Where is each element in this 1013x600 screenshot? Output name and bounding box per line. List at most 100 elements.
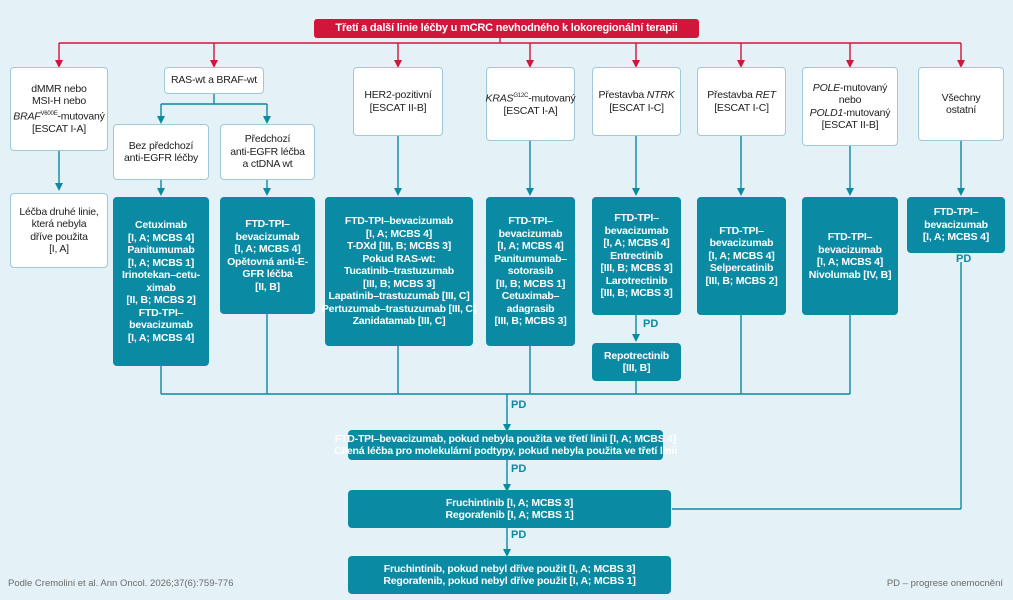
ras-label: RAS-wt a BRAF-wt [170, 74, 258, 87]
box-ras-no-egfr: Bez předchozí anti-EGFR léčby [113, 124, 209, 180]
treatment-ntrk-repotrectinib: Repotrectinib [III, B] [592, 343, 681, 381]
box-her2: HER2-pozitivní [ESCAT II-B] [353, 67, 443, 136]
treatment-other: FTD-TPI– bevacizumab [I, A; MCBS 4] [907, 197, 1005, 253]
tx-pole-3: [I, A; MCBS 4] [816, 256, 884, 268]
bottom-1-line-2: Cílená léčba pro molekulární podtypy, po… [334, 445, 677, 457]
tx-ras2-1: FTD-TPI– [245, 218, 290, 230]
dmmr-line-1: dMMR nebo [31, 82, 87, 95]
tx-ras1-7: [II, B; MCBS 2] [126, 294, 196, 306]
tx-her2-4: Pokud RAS-wt: [362, 252, 436, 265]
tx-ntrk2-2: [III, B] [622, 362, 651, 374]
title-text: Třetí a další linie léčby u mCRC nevhodn… [335, 22, 678, 35]
tx-ras2-2: bevacizumab [235, 230, 300, 243]
tx-kras-9: [III, B; MCBS 3] [494, 315, 567, 328]
bottom-box-1: FTD-TPI–bevacizumab, pokud nebyla použit… [334, 430, 677, 460]
treatment-her2: FTD-TPI–bevacizumab [I, A; MCBS 4] T-DXd… [321, 197, 477, 346]
tx-ret-3: [I, A; MCBS 4] [708, 249, 775, 262]
tx-kras-4: Panitumumab– [494, 252, 567, 265]
tx-kras-2: bevacizumab [498, 227, 563, 240]
tx-dmmr-2: která nebyla [31, 218, 87, 230]
box-dmmr: dMMR nebo MSI-H nebo BRAFV600E-mutovaný … [10, 67, 108, 151]
tx-ras1-3: Panitumumab [127, 244, 195, 256]
tx-her2-7: Lapatinib–trastuzumab [III, C] [328, 290, 470, 303]
source-citation: Podle Cremolini et al. Ann Oncol. 2026;3… [8, 578, 234, 589]
tx-ntrk-6: Larotrectinib [605, 274, 668, 287]
braf-suffix: -mutovaný [57, 110, 105, 123]
ntrk-escat: [ESCAT I-C] [609, 101, 664, 114]
treatment-ras-no-egfr: Cetuximab [I, A; MCBS 4] Panitumumab [I,… [113, 197, 209, 366]
title-box: Třetí a další linie léčby u mCRC nevhodn… [314, 19, 699, 38]
dmmr-line-2: MSI-H nebo [31, 95, 87, 108]
box-ret: Přestavba RET [ESCAT I-C] [697, 67, 786, 136]
kras-suffix: -mutovaný [528, 92, 576, 105]
tx-ntrk-3: [I, A; MCBS 4] [603, 237, 670, 250]
tx-her2-3: T-DXd [III, B; MCBS 3] [346, 240, 452, 253]
tx-her2-9: Zanidatamab [III, C] [352, 315, 446, 328]
pd-label-ntrk: PD [643, 318, 659, 330]
treatment-ras-prior-egfr: FTD-TPI– bevacizumab [I, A; MCBS 4] Opět… [220, 197, 315, 314]
braf-mutation: V600E [40, 110, 58, 117]
tx-pole-1: FTD-TPI– [827, 231, 873, 243]
dmmr-line-4: [ESCAT I-A] [31, 122, 86, 135]
tx-ret-4: Selpercatinib [709, 262, 774, 275]
tx-other-3: [I, A; MCBS 4] [922, 231, 990, 244]
bottom-box-3: Fruchintinib, pokud nebyl dříve použit [… [348, 556, 671, 594]
pd-label-main-3: PD [511, 529, 527, 541]
bottom-box-2: Fruchintinib [I, A; MCBS 3] Regorafenib … [348, 490, 671, 528]
her2-line-1: HER2-pozitivní [364, 89, 432, 101]
ras-sub1-line-2: anti-EGFR léčby [123, 152, 199, 164]
pole-or: nebo [838, 94, 862, 106]
tx-kras-7: Cetuximab– [501, 290, 560, 303]
tx-ras1-6: ximab [146, 281, 176, 294]
kras-gene: KRAS [485, 92, 514, 105]
pole-line-1: POLE-mutovaný [813, 82, 888, 95]
tx-her2-2: [I, A; MCBS 4] [365, 227, 433, 240]
bottom-1-line-1: FTD-TPI–bevacizumab, pokud nebyla použit… [334, 432, 677, 445]
box-ntrk: Přestavba NTRK [ESCAT I-C] [592, 67, 681, 136]
tx-ras1-1: Cetuximab [135, 219, 187, 231]
ret-prefix: Přestavba [707, 89, 756, 101]
ntrk-prefix: Přestavba [598, 89, 647, 101]
tx-her2-8: Pertuzumab–trastuzumab [III, C] [321, 302, 477, 315]
treatment-ntrk: FTD-TPI– bevacizumab [I, A; MCBS 4] Entr… [592, 197, 681, 315]
box-pole: POLE-mutovaný nebo POLD1-mutovaný [ESCAT… [802, 67, 898, 146]
tx-other-2: bevacizumab [924, 218, 988, 231]
pold1-suffix: -mutovaný [843, 106, 891, 119]
tx-kras-1: FTD-TPI– [508, 215, 553, 228]
abbreviation-note: PD – progrese onemocnění [886, 578, 1003, 589]
box-ras: RAS-wt a BRAF-wt [164, 67, 264, 94]
ntrk-line-1: Přestavba NTRK [599, 89, 675, 102]
ras-sub2-line-1: Předchozí [244, 133, 291, 146]
tx-dmmr-4: [I, A] [49, 243, 69, 255]
pole-escat: [ESCAT II-B] [821, 119, 879, 131]
bottom-2-line-1: Fruchintinib [I, A; MCBS 3] [445, 496, 574, 509]
tx-dmmr-3: dříve použita [30, 230, 88, 243]
tx-ras1-8: FTD-TPI– [138, 306, 184, 319]
ras-sub2-line-2: anti-EGFR léčba [230, 145, 305, 158]
box-ras-prior-egfr: Předchozí anti-EGFR léčba a ctDNA wt [220, 124, 315, 180]
kras-line-1: KRASG12C-mutovaný [486, 90, 576, 105]
pold1-gene: POLD1 [809, 106, 844, 119]
bottom-2-line-2: Regorafenib [I, A; MCBS 1] [445, 509, 574, 521]
dmmr-line-3: BRAFV600E-mutovaný [13, 108, 105, 123]
tx-ras2-3: [I, A; MCBS 4] [234, 243, 301, 255]
tx-ntrk-1: FTD-TPI– [614, 212, 659, 225]
tx-kras-6: [II, B; MCBS 1] [495, 277, 566, 290]
other-line-2: ostatní [945, 104, 977, 116]
pd-label-other: PD [956, 253, 972, 265]
tx-ras1-2: [I, A; MCBS 4] [127, 231, 195, 244]
box-other: Všechny ostatní [918, 67, 1004, 141]
ras-sub1-line-1: Bez předchozí [128, 139, 194, 152]
tx-ntrk2-1: Repotrectinib [603, 349, 670, 362]
tx-kras-5: sotorasib [507, 265, 554, 278]
bottom-3-line-1: Fruchintinib, pokud nebyl dříve použit [… [383, 562, 636, 575]
tx-pole-4: Nivolumab [IV, B] [808, 268, 892, 281]
tx-dmmr-1: Léčba druhé linie, [19, 205, 99, 218]
tx-ntrk-5: [III, B; MCBS 3] [600, 262, 673, 275]
pd-label-main-2: PD [511, 463, 527, 475]
ntrk-gene: NTRK [646, 89, 675, 101]
braf-gene: BRAF [13, 110, 41, 123]
tx-ras1-10: [I, A; MCBS 4] [127, 331, 195, 344]
ret-gene: RET [755, 89, 776, 101]
other-line-1: Všechny [941, 91, 981, 104]
